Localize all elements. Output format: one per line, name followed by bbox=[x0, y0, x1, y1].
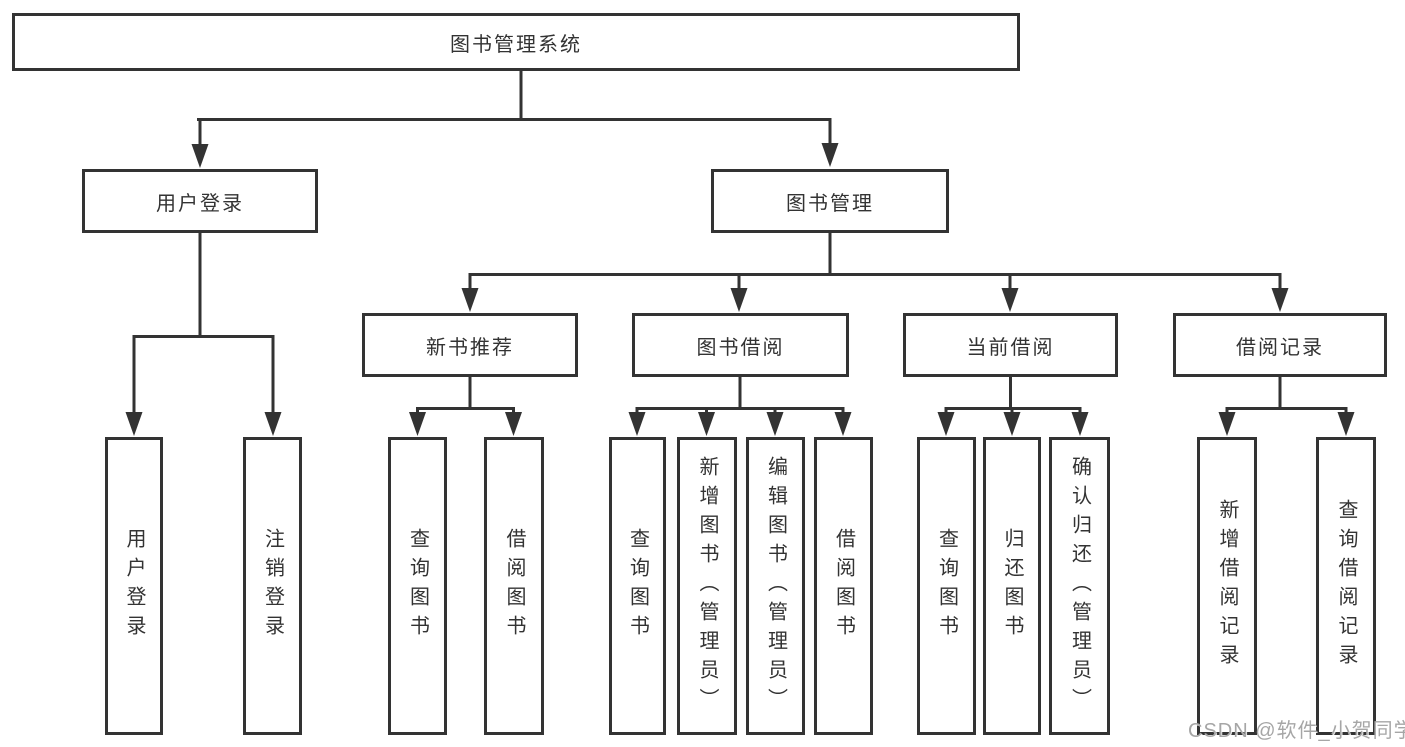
leaf-borrowing-query-books: 查询图书 bbox=[609, 437, 666, 735]
leaf-recommend-borrow-books: 借阅图书 bbox=[484, 437, 544, 735]
leaf-edit-books-admin: 编辑图书（管理员） bbox=[746, 437, 805, 735]
leaf-add-borrow-record: 新增借阅记录 bbox=[1197, 437, 1257, 735]
leaf-confirm-return-admin-label: 确认归还（管理员） bbox=[1068, 455, 1091, 717]
node-book-management: 图书管理 bbox=[711, 169, 949, 233]
csdn-watermark: CSDN @软件_小贺同学 bbox=[1188, 720, 1405, 742]
leaf-recommend-borrow-books-label: 借阅图书 bbox=[503, 528, 525, 644]
leaf-recommend-query-books: 查询图书 bbox=[388, 437, 447, 735]
node-book-management-label: 图书管理 bbox=[786, 192, 874, 215]
leaf-borrowing-query-books-label: 查询图书 bbox=[626, 528, 649, 644]
leaf-recommend-query-books-label: 查询图书 bbox=[406, 528, 429, 644]
leaf-add-borrow-record-label: 新增借阅记录 bbox=[1216, 499, 1238, 673]
node-new-book-recommendation: 新书推荐 bbox=[362, 313, 578, 377]
leaf-return-books-label: 归还图书 bbox=[1001, 528, 1023, 644]
node-user-login: 用户登录 bbox=[82, 169, 318, 233]
node-system-root: 图书管理系统 bbox=[12, 13, 1020, 71]
leaf-logout-label: 注销登录 bbox=[261, 528, 284, 644]
leaf-user-login-label: 用户登录 bbox=[123, 528, 145, 644]
node-borrowing-records-label: 借阅记录 bbox=[1236, 336, 1324, 359]
leaf-current-query-books-label: 查询图书 bbox=[935, 528, 958, 644]
leaf-logout: 注销登录 bbox=[243, 437, 302, 735]
leaf-add-books-admin: 新增图书（管理员） bbox=[677, 437, 737, 735]
leaf-confirm-return-admin: 确认归还（管理员） bbox=[1049, 437, 1110, 735]
leaf-user-login: 用户登录 bbox=[105, 437, 163, 735]
leaf-current-query-books: 查询图书 bbox=[917, 437, 976, 735]
leaf-borrow-books: 借阅图书 bbox=[814, 437, 873, 735]
node-current-borrowing: 当前借阅 bbox=[903, 313, 1118, 377]
leaf-return-books: 归还图书 bbox=[983, 437, 1041, 735]
node-system-root-label: 图书管理系统 bbox=[450, 33, 582, 56]
node-current-borrowing-label: 当前借阅 bbox=[966, 336, 1055, 359]
leaf-edit-books-admin-label: 编辑图书（管理员） bbox=[764, 455, 787, 717]
node-new-book-recommendation-label: 新书推荐 bbox=[426, 336, 514, 359]
leaf-add-books-admin-label: 新增图书（管理员） bbox=[696, 455, 718, 717]
node-borrowing-records: 借阅记录 bbox=[1173, 313, 1387, 377]
arrowhead-icons bbox=[125, 143, 1355, 436]
node-book-borrowing: 图书借阅 bbox=[632, 313, 849, 377]
leaf-borrow-books-label: 借阅图书 bbox=[832, 528, 855, 644]
node-book-borrowing-label: 图书借阅 bbox=[696, 336, 785, 359]
leaf-query-borrow-record-label: 查询借阅记录 bbox=[1335, 499, 1357, 673]
node-user-login-label: 用户登录 bbox=[156, 192, 244, 215]
leaf-query-borrow-record: 查询借阅记录 bbox=[1316, 437, 1376, 735]
